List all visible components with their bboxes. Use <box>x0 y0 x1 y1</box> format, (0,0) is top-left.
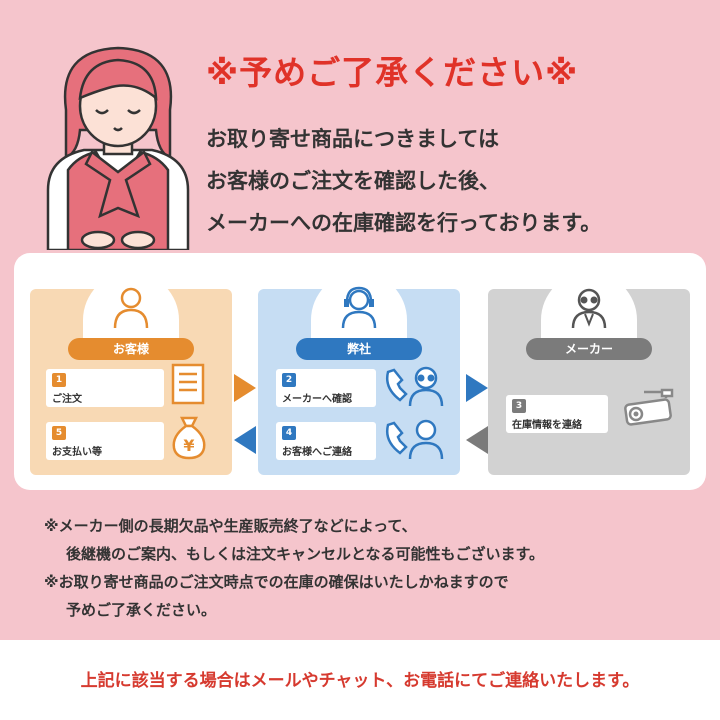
note-line: 予めご了承ください。 <box>66 601 217 619</box>
step-number: 2 <box>282 373 296 387</box>
maker-label: メーカー <box>526 338 652 360</box>
note-line: 後継機のご案内、もしくは注文キャンセルとなる可能性もございます。 <box>66 545 545 563</box>
security-camera-icon <box>624 388 674 426</box>
step-label: 在庫情報を連絡 <box>512 420 582 431</box>
arrow-company-to-maker <box>466 374 488 402</box>
step-stock-info: 3 在庫情報を連絡 <box>506 395 608 433</box>
customer-label: お客様 <box>68 338 194 360</box>
intro-line: メーカーへの在庫確認を行っております。 <box>206 211 602 235</box>
step-contact-customer: 4 お客様へご連絡 <box>276 422 376 460</box>
staff-person-illustration <box>46 46 190 250</box>
operator-headset-icon <box>341 286 377 329</box>
company-label: 弊社 <box>296 338 422 360</box>
arrow-company-to-customer <box>234 426 256 454</box>
step-number: 4 <box>282 426 296 440</box>
step-order: 1 ご注文 <box>46 369 164 407</box>
arrow-maker-to-company <box>466 426 488 454</box>
footer-band <box>0 640 720 720</box>
step-label: メーカーへ確認 <box>282 394 352 405</box>
order-form-icon <box>171 363 205 405</box>
note-line: ※メーカー側の長期欠品や生産販売終了などによって、 <box>44 517 417 535</box>
phone-person-glasses-icon <box>386 366 444 407</box>
step-number: 5 <box>52 426 66 440</box>
arrow-customer-to-company <box>234 374 256 402</box>
footer-text: 上記に該当する場合はメールやチャット、お電話にてご連絡いたします。 <box>80 671 640 691</box>
step-confirm-maker: 2 メーカーへ確認 <box>276 369 376 407</box>
money-bag-icon: ¥ <box>172 416 206 460</box>
note-line: ※お取り寄せ商品のご注文時点での在庫の確保はいたしかねますので <box>44 573 509 591</box>
step-payment: 5 お支払い等 <box>46 422 164 460</box>
step-number: 3 <box>512 399 526 413</box>
intro-text: お取り寄せ商品につきましては お客様のご注文を確認した後、 メーカーへの在庫確認… <box>206 118 601 244</box>
notes: ※メーカー側の長期欠品や生産販売終了などによって、 後継機のご案内、もしくは注文… <box>44 512 544 624</box>
svg-text:¥: ¥ <box>183 436 194 455</box>
customer-person-icon <box>113 287 149 329</box>
intro-line: お取り寄せ商品につきましては <box>206 127 499 151</box>
phone-person-icon <box>386 419 444 460</box>
step-label: お客様へご連絡 <box>282 447 352 458</box>
notice-title: ※予めご了承ください※ <box>206 53 579 92</box>
step-label: ご注文 <box>52 394 82 405</box>
step-label: お支払い等 <box>52 447 102 458</box>
step-number: 1 <box>52 373 66 387</box>
intro-line: お客様のご注文を確認した後、 <box>206 169 500 193</box>
maker-person-glasses-icon <box>571 288 607 329</box>
